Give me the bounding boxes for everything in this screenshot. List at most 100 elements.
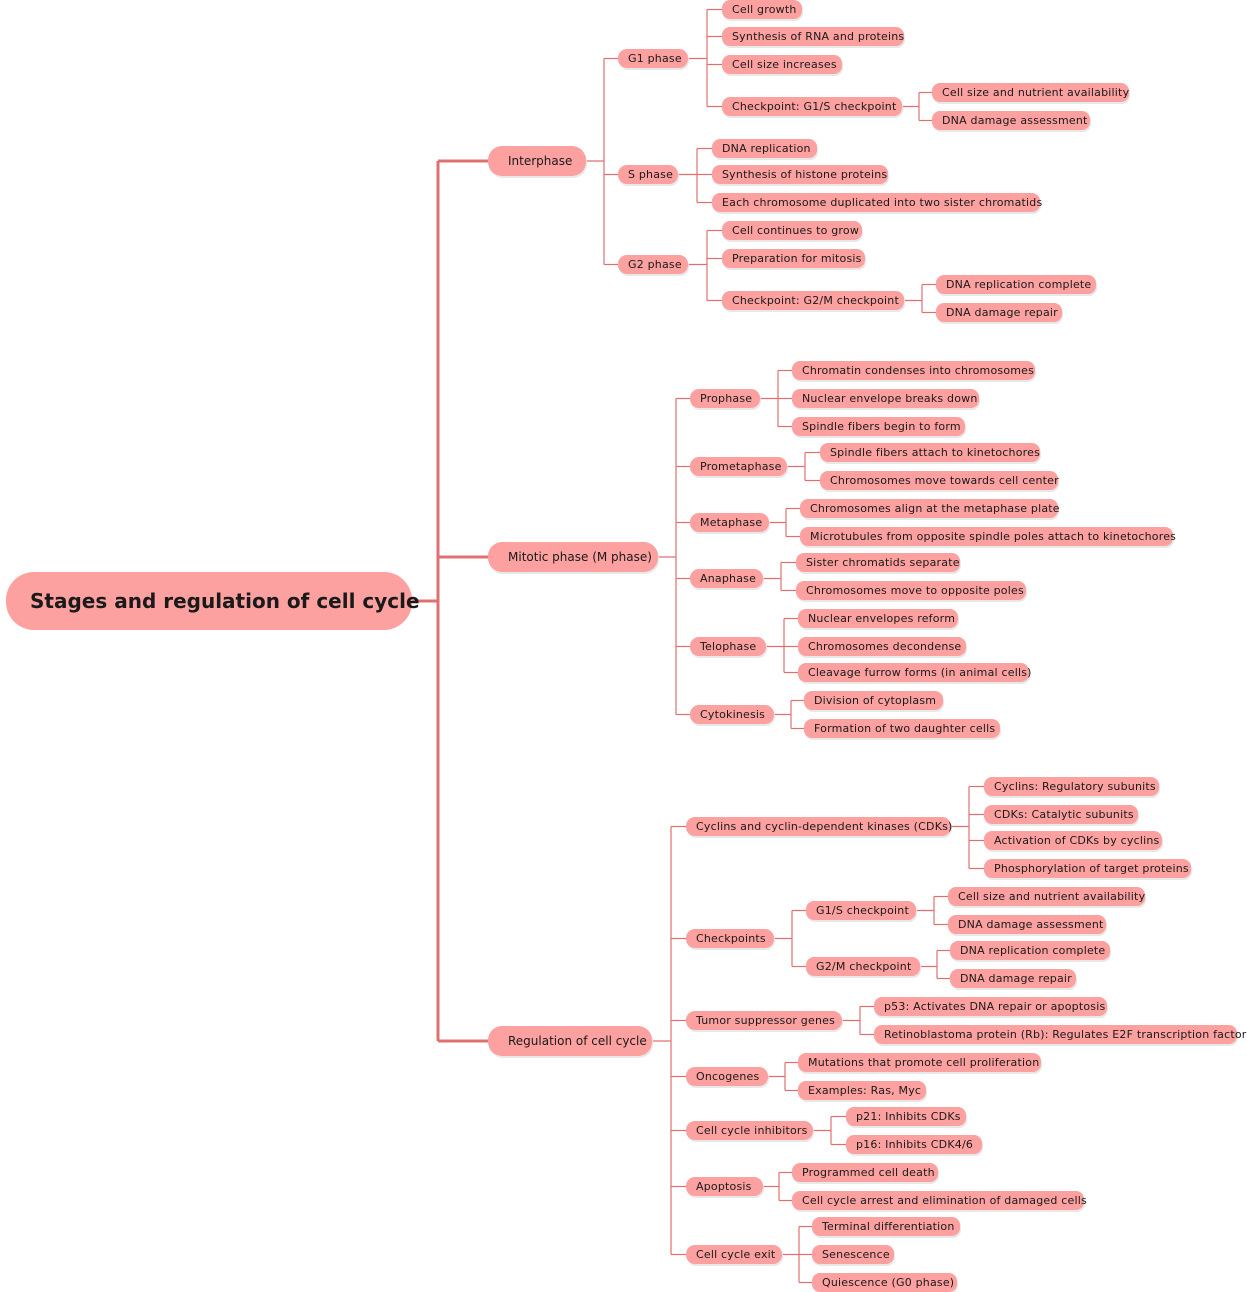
- topic-dna-damage-assessment[interactable]: DNA damage assessment: [948, 915, 1106, 934]
- topic-label: Spindle fibers attach to kinetochores: [830, 446, 1041, 459]
- topic-label: Cell size and nutrient availability: [958, 890, 1146, 903]
- topic-dna-damage-assessment[interactable]: DNA damage assessment: [932, 111, 1090, 130]
- topic-interphase[interactable]: Interphase: [488, 146, 586, 176]
- topic-label: Metaphase: [700, 516, 763, 529]
- topic-p53-activates-dna-repair-or-apoptosis[interactable]: p53: Activates DNA repair or apoptosis: [874, 997, 1107, 1016]
- topic-telophase[interactable]: Telophase: [690, 637, 766, 656]
- topic-microtubules-from-opposite-spindle-poles-attach-to-kinetochores[interactable]: Microtubules from opposite spindle poles…: [800, 527, 1176, 546]
- topic-label: DNA damage assessment: [958, 918, 1104, 931]
- topic-anaphase[interactable]: Anaphase: [690, 569, 763, 588]
- topic-label: Cyclins: Regulatory subunits: [994, 780, 1156, 793]
- topic-cell-cycle-inhibitors[interactable]: Cell cycle inhibitors: [686, 1121, 813, 1140]
- topic-synthesis-of-histone-proteins[interactable]: Synthesis of histone proteins: [712, 165, 888, 184]
- topic-each-chromosome-duplicated-into-two-sister-chromatids[interactable]: Each chromosome duplicated into two sist…: [712, 193, 1042, 212]
- topic-label: p21: Inhibits CDKs: [856, 1110, 961, 1123]
- topic-cell-cycle-exit[interactable]: Cell cycle exit: [686, 1245, 782, 1264]
- topic-dna-replication-complete[interactable]: DNA replication complete: [936, 275, 1096, 294]
- topic-g1-s-checkpoint[interactable]: G1/S checkpoint: [806, 901, 916, 920]
- topic-chromatin-condenses-into-chromosomes[interactable]: Chromatin condenses into chromosomes: [792, 361, 1035, 380]
- topic-label: Nuclear envelope breaks down: [802, 392, 978, 405]
- topic-mutations-that-promote-cell-proliferation[interactable]: Mutations that promote cell proliferatio…: [798, 1053, 1041, 1072]
- topic-p21-inhibits-cdks[interactable]: p21: Inhibits CDKs: [846, 1107, 966, 1126]
- topic-prophase[interactable]: Prophase: [690, 389, 760, 408]
- topic-dna-damage-repair[interactable]: DNA damage repair: [950, 969, 1076, 988]
- topic-label: Synthesis of RNA and proteins: [732, 30, 905, 43]
- topic-nuclear-envelope-breaks-down[interactable]: Nuclear envelope breaks down: [792, 389, 979, 408]
- topic-cdks-catalytic-subunits[interactable]: CDKs: Catalytic subunits: [984, 805, 1138, 824]
- topic-formation-of-two-daughter-cells[interactable]: Formation of two daughter cells: [804, 719, 1000, 738]
- root-topic-stages-and-regulation-of-cell-cycle[interactable]: Stages and regulation of cell cycle: [6, 572, 420, 630]
- topic-label: Cytokinesis: [700, 708, 766, 721]
- topic-oncogenes[interactable]: Oncogenes: [686, 1067, 768, 1086]
- topic-cell-size-increases[interactable]: Cell size increases: [722, 55, 842, 74]
- topic-examples-ras-myc[interactable]: Examples: Ras, Myc: [798, 1081, 926, 1100]
- topic-label: Sister chromatids separate: [806, 556, 960, 569]
- topic-chromosomes-move-to-opposite-poles[interactable]: Chromosomes move to opposite poles: [796, 581, 1026, 600]
- topic-label: Checkpoint: G1/S checkpoint: [732, 100, 897, 113]
- topic-chromosomes-move-towards-cell-center[interactable]: Chromosomes move towards cell center: [820, 471, 1059, 490]
- topic-label: Cell continues to grow: [732, 224, 860, 237]
- topic-g1-phase[interactable]: G1 phase: [618, 49, 688, 68]
- topic-checkpoint-g2-m-checkpoint[interactable]: Checkpoint: G2/M checkpoint: [722, 291, 904, 310]
- topic-programmed-cell-death[interactable]: Programmed cell death: [792, 1163, 938, 1182]
- topic-g2-m-checkpoint[interactable]: G2/M checkpoint: [806, 957, 920, 976]
- topic-sister-chromatids-separate[interactable]: Sister chromatids separate: [796, 553, 960, 572]
- topic-label: DNA damage assessment: [942, 114, 1088, 127]
- topic-p16-inhibits-cdk4-6[interactable]: p16: Inhibits CDK4/6: [846, 1135, 982, 1154]
- topic-spindle-fibers-begin-to-form[interactable]: Spindle fibers begin to form: [792, 417, 965, 436]
- topic-dna-replication-complete[interactable]: DNA replication complete: [950, 941, 1110, 960]
- topic-synthesis-of-rna-and-proteins[interactable]: Synthesis of RNA and proteins: [722, 27, 904, 46]
- topic-prometaphase[interactable]: Prometaphase: [690, 457, 787, 476]
- topic-cell-size-and-nutrient-availability[interactable]: Cell size and nutrient availability: [948, 887, 1145, 906]
- topic-label: Preparation for mitosis: [732, 252, 862, 265]
- topic-retinoblastoma-protein-rb-regulates-e2f-transcription-factor[interactable]: Retinoblastoma protein (Rb): Regulates E…: [874, 1025, 1246, 1044]
- topic-cyclins-regulatory-subunits[interactable]: Cyclins: Regulatory subunits: [984, 777, 1159, 796]
- topic-senescence[interactable]: Senescence: [812, 1245, 894, 1264]
- topic-mitotic-phase-m-phase[interactable]: Mitotic phase (M phase): [488, 542, 658, 572]
- topic-nuclear-envelopes-reform[interactable]: Nuclear envelopes reform: [798, 609, 958, 628]
- topic-cell-growth[interactable]: Cell growth: [722, 0, 802, 19]
- topic-checkpoints[interactable]: Checkpoints: [686, 929, 774, 948]
- topic-label: Senescence: [822, 1248, 890, 1261]
- topic-metaphase[interactable]: Metaphase: [690, 513, 769, 532]
- topic-label: Prophase: [700, 392, 753, 405]
- topic-apoptosis[interactable]: Apoptosis: [686, 1177, 763, 1196]
- topic-dna-replication[interactable]: DNA replication: [712, 139, 817, 158]
- topic-label: Division of cytoplasm: [814, 694, 937, 707]
- topic-preparation-for-mitosis[interactable]: Preparation for mitosis: [722, 249, 865, 268]
- topic-cell-cycle-arrest-and-elimination-of-damaged-cells[interactable]: Cell cycle arrest and elimination of dam…: [792, 1191, 1087, 1210]
- topic-label: Cell cycle arrest and elimination of dam…: [802, 1194, 1087, 1207]
- topic-label: p53: Activates DNA repair or apoptosis: [884, 1000, 1106, 1013]
- topic-label: G1 phase: [628, 52, 682, 65]
- topic-cyclins-and-cyclin-dependent-kinases-cdks[interactable]: Cyclins and cyclin-dependent kinases (CD…: [686, 817, 953, 836]
- topic-quiescence-g0-phase[interactable]: Quiescence (G0 phase): [812, 1273, 957, 1292]
- topic-dna-damage-repair[interactable]: DNA damage repair: [936, 303, 1062, 322]
- topic-cytokinesis[interactable]: Cytokinesis: [690, 705, 774, 724]
- topic-label: Apoptosis: [696, 1180, 752, 1193]
- topic-s-phase[interactable]: S phase: [618, 165, 678, 184]
- topic-spindle-fibers-attach-to-kinetochores[interactable]: Spindle fibers attach to kinetochores: [820, 443, 1040, 462]
- topic-label: CDKs: Catalytic subunits: [994, 808, 1134, 821]
- topic-g2-phase[interactable]: G2 phase: [618, 255, 688, 274]
- topic-label: DNA replication: [722, 142, 811, 155]
- topic-label: Terminal differentiation: [822, 1220, 955, 1233]
- topic-label: Cyclins and cyclin-dependent kinases (CD…: [696, 820, 953, 833]
- topic-label: Formation of two daughter cells: [814, 722, 996, 735]
- topic-regulation-of-cell-cycle[interactable]: Regulation of cell cycle: [488, 1026, 652, 1056]
- topic-tumor-suppressor-genes[interactable]: Tumor suppressor genes: [686, 1011, 842, 1030]
- topic-label: G2 phase: [628, 258, 682, 271]
- topic-cell-size-and-nutrient-availability[interactable]: Cell size and nutrient availability: [932, 83, 1129, 102]
- topic-cleavage-furrow-forms-in-animal-cells[interactable]: Cleavage furrow forms (in animal cells): [798, 663, 1032, 682]
- topic-label: Regulation of cell cycle: [508, 1034, 647, 1048]
- topic-chromosomes-align-at-the-metaphase-plate[interactable]: Chromosomes align at the metaphase plate: [800, 499, 1060, 518]
- topic-division-of-cytoplasm[interactable]: Division of cytoplasm: [804, 691, 943, 710]
- topic-phosphorylation-of-target-proteins[interactable]: Phosphorylation of target proteins: [984, 859, 1191, 878]
- topic-cell-continues-to-grow[interactable]: Cell continues to grow: [722, 221, 862, 240]
- topic-label: Cleavage furrow forms (in animal cells): [808, 666, 1032, 679]
- topic-checkpoint-g1-s-checkpoint[interactable]: Checkpoint: G1/S checkpoint: [722, 97, 902, 116]
- topic-chromosomes-decondense[interactable]: Chromosomes decondense: [798, 637, 966, 656]
- topic-terminal-differentiation[interactable]: Terminal differentiation: [812, 1217, 960, 1236]
- topic-activation-of-cdks-by-cyclins[interactable]: Activation of CDKs by cyclins: [984, 831, 1162, 850]
- topic-label: G1/S checkpoint: [816, 904, 909, 917]
- topic-label: Mitotic phase (M phase): [508, 550, 652, 564]
